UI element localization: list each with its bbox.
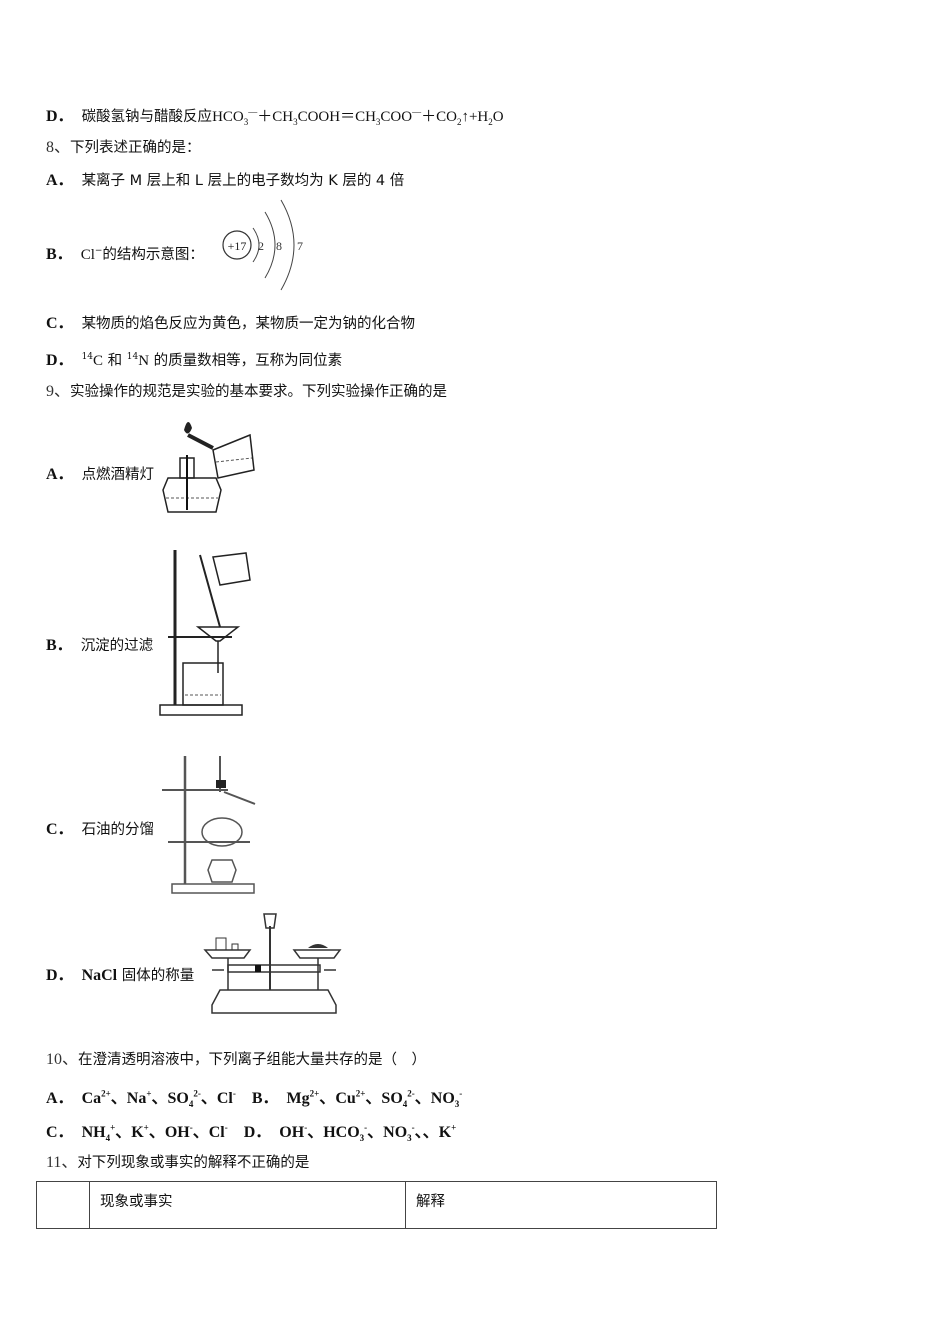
chemical-equation: HCO3—＋CH3COOH＝CH3COO—＋CO2↑+H2O [212, 107, 504, 127]
table-header-row: 现象或事实 解释 [36, 1181, 717, 1229]
mass-number: 14 [81, 352, 94, 362]
svg-text:7: 7 [297, 239, 303, 253]
distillation-figure [162, 756, 256, 894]
q10-option-a: A．Ca2+、Na+、SO42-、Cl- [46, 1089, 236, 1110]
option-text: 的质量数相等，互称为同位素 [149, 353, 343, 369]
alcohol-lamp-lighting-figure [162, 421, 255, 513]
q9-stem: 9、实验操作的规范是实验的基本要求。下列实验操作正确的是 [46, 381, 447, 402]
q9-option-c: C． 石油的分馏 [46, 819, 154, 840]
option-text: 点燃酒精灯 [81, 467, 155, 483]
q9-option-b: B． 沉淀的过滤 [46, 635, 153, 656]
q9-option-d: D． NaCl 固体的称量 [46, 965, 194, 986]
q10-option-c: C．NH4+、K+、OH-、Cl- [46, 1123, 228, 1144]
option-label: A． [46, 466, 74, 483]
filtration-figure [159, 550, 251, 716]
option-label: C． [46, 1124, 74, 1142]
q8-option-d: D．14C 和 14N 的质量数相等，互称为同位素 [46, 347, 342, 371]
q8-option-b: B． Cl−的结构示意图： [46, 241, 204, 265]
table-header-cell: 现象或事实 [89, 1181, 406, 1229]
q8-stem: 8、下列表述正确的是： [46, 137, 201, 158]
superscript: − [94, 246, 103, 256]
svg-text:+17: +17 [228, 239, 247, 253]
option-label: D． [243, 1124, 272, 1142]
mass-number: 14 [126, 352, 139, 362]
option-label: D． [46, 967, 74, 984]
option-text: 固体的称量 [117, 968, 195, 984]
option-label: C． [46, 821, 74, 838]
q10-stem: 10、在澄清透明溶液中，下列离子组能大量共存的是（ ） [46, 1049, 426, 1070]
q10-option-d: D．OH-、HCO3-、NO3-、、K+ [243, 1123, 457, 1144]
element: N [138, 353, 150, 369]
option-label: D． [46, 352, 74, 369]
option-label: B． [46, 637, 73, 654]
atomic-structure-diagram: +17 2 8 7 [222, 199, 303, 291]
option-label: B． [46, 246, 73, 263]
question-number: 10、 [46, 1051, 79, 1068]
q10-option-b: B．Mg2+、Cu2+、SO42-、NO3- [251, 1089, 463, 1110]
option-text: NaCl [81, 967, 118, 984]
option-text: 的结构示意图： [102, 247, 204, 263]
q11-table: 现象或事实 解释 [36, 1181, 717, 1229]
table-header-cell [36, 1181, 90, 1229]
option-label: C． [46, 315, 74, 332]
question-text: 下列表述正确的是： [70, 140, 201, 156]
question-number: 8、 [46, 139, 71, 156]
option-label: D． [46, 108, 74, 125]
q10-options-ab: A．Ca2+、Na+、SO42-、Cl- B．Mg2+、Cu2+、SO42-、N… [46, 1084, 462, 1115]
q8-option-a: A． 某离子 M 层上和 L 层上的电子数均为 K 层的 4 倍 [46, 170, 404, 191]
element: C [93, 353, 104, 369]
option-label: B． [251, 1090, 279, 1108]
q7-option-d: D． 碳酸氢钠与醋酸反应HCO3—＋CH3COOH＝CH3COO—＋CO2↑+H2… [46, 102, 504, 132]
option-text: Cl [80, 247, 95, 263]
q11-stem: 11、对下列现象或事实的解释不正确的是 [46, 1152, 309, 1173]
q9-option-a: A． 点燃酒精灯 [46, 464, 154, 485]
option-text: 沉淀的过滤 [80, 638, 154, 654]
option-text: 和 [103, 353, 127, 369]
svg-text:8: 8 [276, 239, 282, 253]
q10-options-cd: C．NH4+、K+、OH-、Cl- D．OH-、HCO3-、NO3-、、K+ [46, 1118, 456, 1149]
question-number: 11、 [46, 1154, 78, 1171]
svg-text:2: 2 [258, 239, 264, 253]
option-text: 某离子 M 层上和 L 层上的电子数均为 K 层的 4 倍 [81, 173, 405, 189]
question-text: 实验操作的规范是实验的基本要求。下列实验操作正确的是 [70, 384, 448, 400]
question-number: 9、 [46, 383, 71, 400]
question-text: 在澄清透明溶液中，下列离子组能大量共存的是（ ） [78, 1052, 427, 1068]
balance-figure [203, 913, 342, 1014]
option-text: 某物质的焰色反应为黄色，某物质一定为钠的化合物 [81, 316, 416, 332]
option-label: A． [46, 172, 74, 189]
option-text: 石油的分馏 [81, 822, 155, 838]
table-header-cell: 解释 [405, 1181, 717, 1229]
option-label: A． [46, 1090, 74, 1108]
q8-option-c: C． 某物质的焰色反应为黄色，某物质一定为钠的化合物 [46, 313, 415, 334]
question-text: 对下列现象或事实的解释不正确的是 [77, 1155, 310, 1171]
option-text: 碳酸氢钠与醋酸反应 [81, 109, 213, 125]
